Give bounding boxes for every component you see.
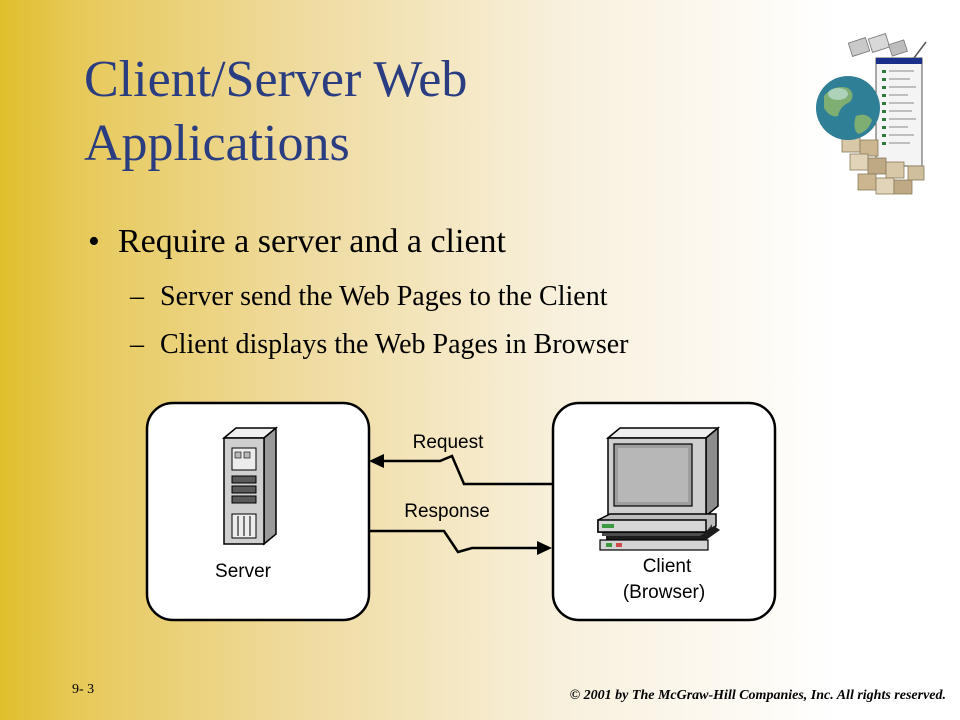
request-label: Request xyxy=(413,432,484,453)
subbullet-item: – Client displays the Web Pages in Brows… xyxy=(88,330,908,360)
copyright-notice: © 2001 by The McGraw-Hill Companies, Inc… xyxy=(569,688,946,703)
response-label: Response xyxy=(404,501,490,522)
response-arrow xyxy=(369,529,552,555)
slide-title-line-1: Client/Server Web xyxy=(84,51,468,108)
bullet-text: Require a server and a client xyxy=(118,223,506,260)
subbullet-symbol: – xyxy=(130,281,144,312)
client-sublabel: (Browser) xyxy=(623,582,705,603)
subbullet-item: – Server send the Web Pages to the Clien… xyxy=(88,282,908,312)
bullet-item: • Require a server and a client xyxy=(88,220,908,264)
slide-title-line-2: Applications xyxy=(84,115,350,172)
server-label: Server xyxy=(215,561,272,582)
request-arrow xyxy=(369,454,553,486)
client-label: Client xyxy=(643,556,692,577)
subbullet-text: Server send the Web Pages to the Client xyxy=(160,281,608,312)
server-tower-icon xyxy=(221,426,279,546)
client-server-diagram: Server Client (Browser) Request Response xyxy=(145,401,777,622)
slide-title: Client/Server Web Applications xyxy=(84,48,704,176)
computer-monitor-icon xyxy=(597,426,721,551)
globe-documents-clipart-icon xyxy=(816,33,927,195)
bullet-list: • Require a server and a client – Server… xyxy=(88,220,908,360)
subbullet-text: Client displays the Web Pages in Browser xyxy=(160,329,629,360)
subbullet-symbol: – xyxy=(130,329,144,360)
bullet-symbol: • xyxy=(88,223,100,260)
slide-number: 9- 3 xyxy=(72,682,95,697)
